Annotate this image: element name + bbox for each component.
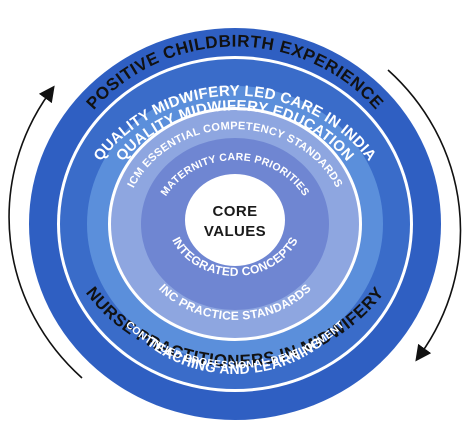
core-line-1: CORE <box>213 203 258 220</box>
arrow-right <box>387 69 462 362</box>
core-line-2: VALUES <box>204 223 266 240</box>
arrow-left <box>8 85 83 379</box>
core-circle <box>185 174 285 266</box>
